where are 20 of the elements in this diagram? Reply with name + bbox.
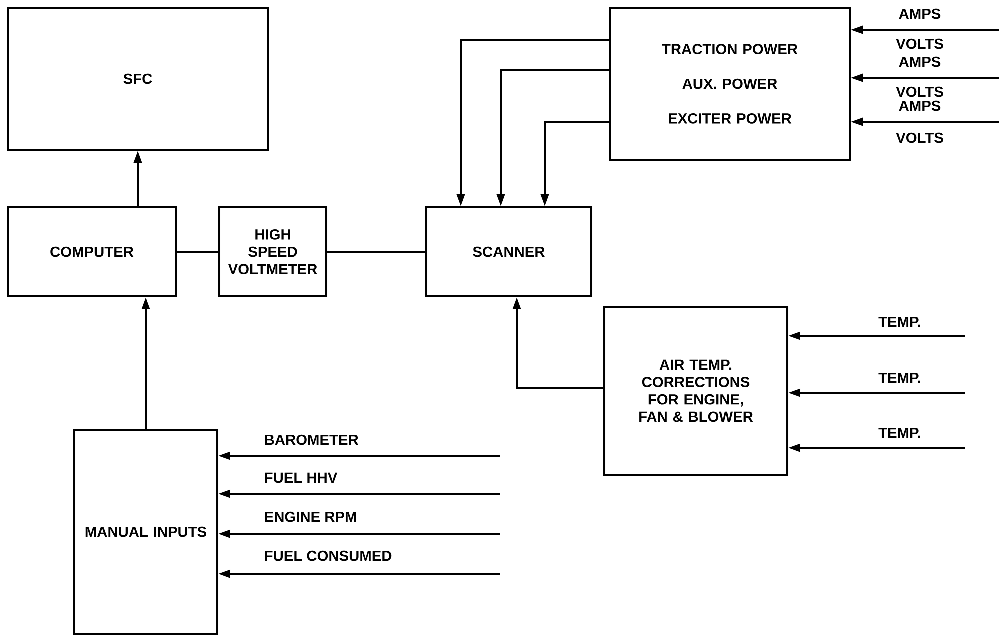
edge-label: AMPS — [899, 8, 941, 20]
block-box: SFC — [7, 7, 269, 151]
edge-label: ENGINE RPM — [265, 512, 356, 522]
edge-label: TEMP. — [878, 428, 920, 438]
edge-label: TEMP. — [878, 316, 920, 328]
edge-label: FUEL CONSUMED — [265, 550, 392, 562]
edge-label: AMPS — [899, 56, 941, 68]
edge-label: AMPS — [899, 100, 941, 112]
signal-label: VOLTS — [896, 132, 944, 144]
block-box: HIGH SPEED VOLTMETER — [218, 206, 328, 298]
edge-label: BAROMETER — [265, 434, 359, 446]
signal-label: VOLTS — [896, 38, 944, 50]
block-box: AIR TEMP. CORRECTIONS FOR ENGINE, FAN & BLOWER — [604, 306, 788, 476]
block-box: COMPUTER — [7, 206, 177, 298]
block-box: MANUAL INPUTS — [74, 429, 218, 635]
signal-label: VOLTS — [896, 86, 944, 98]
block-box: SCANNER — [426, 206, 592, 298]
block-box: TRACTION POWER AUX. POWER EXCITER POWER — [609, 7, 851, 161]
edge-label: FUEL HHV — [265, 472, 338, 484]
edge-label: TEMP. — [878, 372, 920, 384]
